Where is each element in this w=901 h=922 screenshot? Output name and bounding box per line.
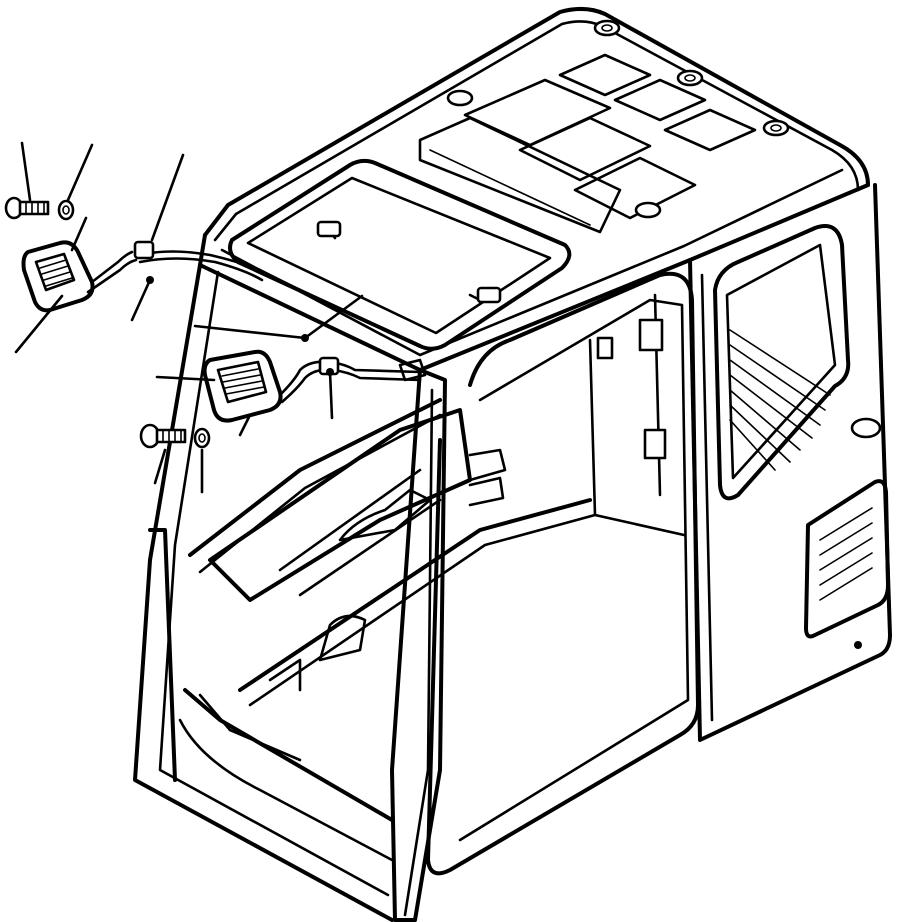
- leader-line: [153, 448, 167, 485]
- leader-line: [155, 375, 216, 382]
- right-window-louvers: [729, 329, 831, 471]
- leader-line: [14, 294, 64, 354]
- right-vent-slats: [819, 507, 873, 601]
- door-hinges: [596, 318, 667, 460]
- windshield-beam: [188, 398, 442, 557]
- washer-upper: [57, 199, 75, 221]
- leader-line: [150, 153, 185, 242]
- door-opening-inner: [458, 298, 690, 842]
- skylight-window: [228, 158, 572, 351]
- wiring-harness-lower: [278, 356, 427, 404]
- leader-line: [303, 294, 364, 340]
- roof-bolts: [446, 19, 790, 219]
- door-opening: [426, 271, 700, 876]
- left-pillar: [148, 528, 177, 782]
- right-handle: [850, 417, 882, 439]
- leader-line: [238, 413, 252, 437]
- lamp-lower-lens-lines: [221, 368, 265, 395]
- front-pillar: [390, 368, 447, 922]
- right-wall-inner: [700, 273, 714, 722]
- right-wall: [688, 183, 892, 742]
- lamp-lower: [202, 349, 283, 423]
- washer-lower: [193, 427, 211, 449]
- cab-body: [133, 7, 892, 922]
- right-vent: [804, 479, 890, 639]
- wiring-harness-upper: [133, 220, 502, 304]
- lamp-upper-lens-lines: [39, 259, 73, 287]
- roof-outline: [203, 7, 870, 237]
- leader-line: [193, 324, 307, 340]
- roof-panels: [418, 53, 757, 234]
- leader-line: [20, 141, 32, 202]
- leader-line: [130, 278, 152, 322]
- bolt-upper: [4, 196, 50, 220]
- leader-lines: [14, 141, 364, 494]
- bolt-lower: [139, 423, 187, 449]
- leader-line: [66, 143, 94, 202]
- cross-beam: [238, 498, 592, 692]
- roof-front-edge: [198, 183, 870, 372]
- leader-line: [70, 216, 88, 252]
- left-wall: [133, 263, 394, 922]
- lamp-upper: [21, 240, 138, 313]
- skylight-window-inner: [246, 176, 552, 335]
- right-window: [713, 224, 851, 501]
- leader-line: [328, 370, 334, 420]
- right-window-inner: [725, 243, 837, 480]
